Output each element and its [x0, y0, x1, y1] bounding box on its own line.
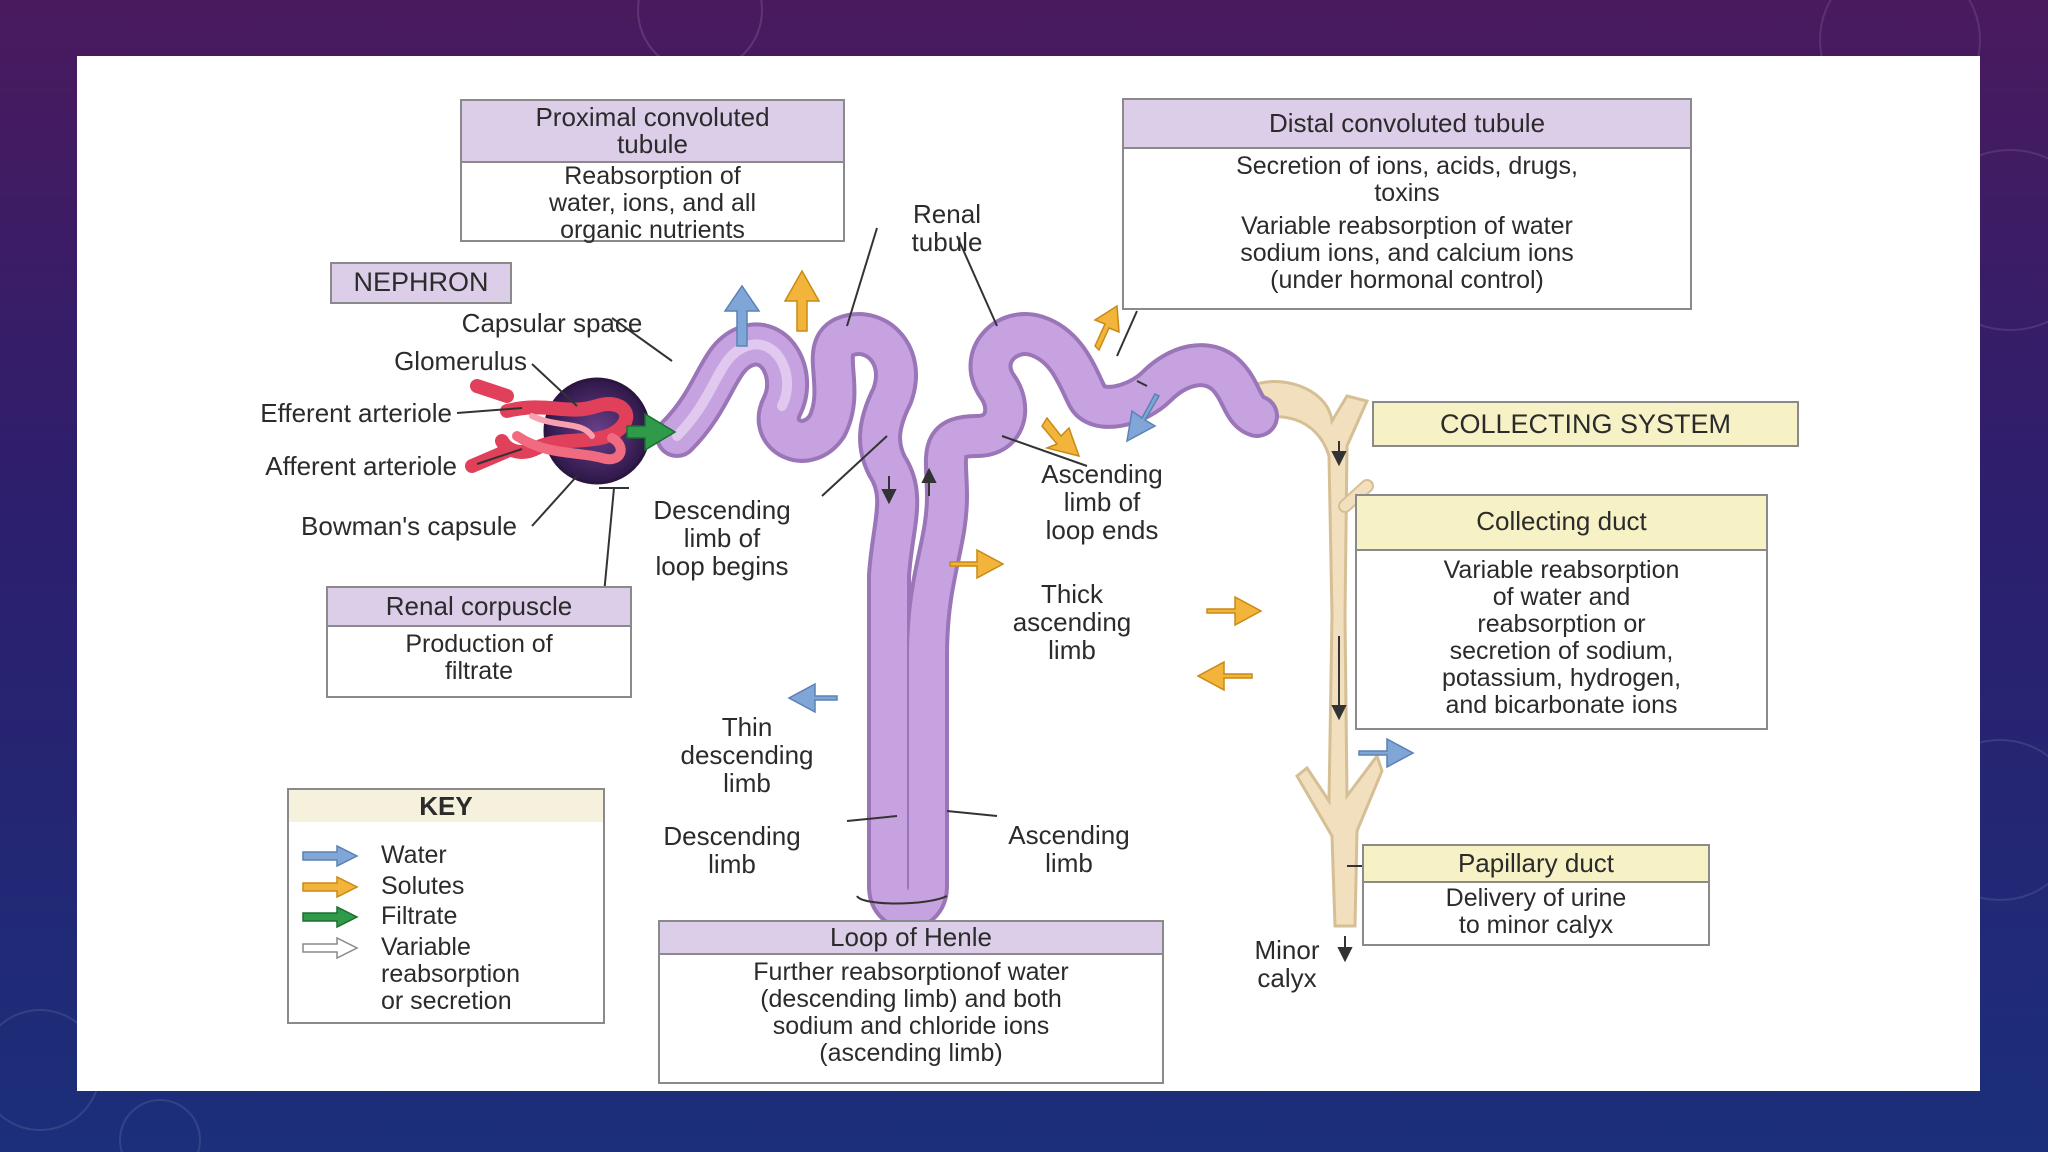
legend-item-filtrate: Filtrate	[301, 903, 457, 930]
legend-title: KEY	[289, 790, 603, 822]
leader-lines	[456, 227, 1417, 905]
filtrate-arrow	[626, 412, 677, 452]
pct-title: Proximal convoluted tubule	[462, 101, 843, 163]
label-thin-descending-limb: Thin descending limb	[680, 712, 814, 798]
legend-item-water: Water	[301, 842, 447, 869]
dct-box: Distal convoluted tubule Secretion of io…	[1122, 98, 1692, 310]
papillary-duct-title: Papillary duct	[1364, 846, 1708, 883]
nephron-diagram	[456, 227, 1417, 963]
label-glomerulus: Glomerulus	[394, 346, 527, 376]
slide: NEPHRON COLLECTING SYSTEM Proximal convo…	[77, 56, 1980, 1091]
filtrate-arrow-icon	[302, 905, 359, 929]
collecting-duct-body: Variable reabsorption of water and reabs…	[1441, 556, 1682, 719]
flow-arrows	[881, 380, 1353, 963]
label-thick-ascending-limb: Thick ascending limb	[1012, 579, 1132, 665]
label-afferent-arteriole: Afferent arteriole	[265, 451, 457, 481]
collecting-duct-title: Collecting duct	[1357, 496, 1766, 551]
label-bowmans-capsule: Bowman's capsule	[301, 511, 517, 541]
pct-box: Proximal convoluted tubule Reabsorption …	[460, 99, 845, 244]
papillary-duct-body: Delivery of urine to minor calyx	[1445, 884, 1627, 939]
dct-body-1: Secretion of ions, acids, drugs, toxins	[1236, 152, 1578, 207]
legend-label-solutes: Solutes	[381, 872, 465, 900]
dct-body-2: Variable reabsorption of water sodium io…	[1240, 212, 1574, 294]
legend-label-water: Water	[381, 841, 447, 869]
legend-item-variable: Variable reabsorption or secretion	[301, 934, 520, 1015]
solute-arrow-icon	[302, 875, 359, 899]
legend-label-variable: Variable reabsorption or secretion	[381, 933, 520, 1015]
label-ascending-limb-ends: Ascending limb of loop ends	[1041, 459, 1163, 545]
renal-corpuscle-body: Production of filtrate	[405, 630, 553, 685]
label-descending-limb-begins: Descending limb of loop begins	[653, 495, 791, 581]
variable-arrow-icon	[302, 936, 359, 960]
water-arrow-icon	[302, 844, 359, 868]
label-descending-limb: Descending limb	[663, 821, 801, 879]
legend-label-filtrate: Filtrate	[381, 902, 458, 930]
dct-title: Distal convoluted tubule	[1124, 100, 1690, 149]
loop-of-henle-box: Loop of Henle Further reabsorptionof wat…	[658, 920, 1164, 1084]
label-ascending-limb: Ascending limb	[1008, 820, 1130, 878]
label-capsular-space: Capsular space	[461, 308, 643, 338]
label-minor-calyx: Minor calyx	[1254, 935, 1320, 993]
pct-body: Reabsorption of water, ions, and all org…	[548, 162, 757, 244]
renal-corpuscle-box: Renal corpuscle Production of filtrate	[326, 586, 632, 698]
renal-corpuscle-shape	[465, 377, 651, 485]
label-renal-tubule: Renal tubule	[911, 199, 983, 257]
collecting-duct-box: Collecting duct Variable reabsorption of…	[1355, 494, 1768, 730]
renal-corpuscle-title: Renal corpuscle	[328, 588, 630, 627]
legend-key: KEY Water Solutes Filtrate Variable reab…	[287, 788, 605, 1024]
loop-of-henle-body: Further reabsorptionof water (descending…	[753, 958, 1069, 1067]
papillary-duct-box: Papillary duct Delivery of urine to mino…	[1362, 844, 1710, 946]
collecting-system-tag: COLLECTING SYSTEM	[1372, 401, 1799, 447]
nephron-tag: NEPHRON	[330, 262, 512, 304]
label-efferent-arteriole: Efferent arteriole	[260, 398, 452, 428]
legend-item-solutes: Solutes	[301, 873, 464, 900]
solute-arrows	[783, 269, 1263, 692]
loop-of-henle-title: Loop of Henle	[660, 922, 1162, 955]
